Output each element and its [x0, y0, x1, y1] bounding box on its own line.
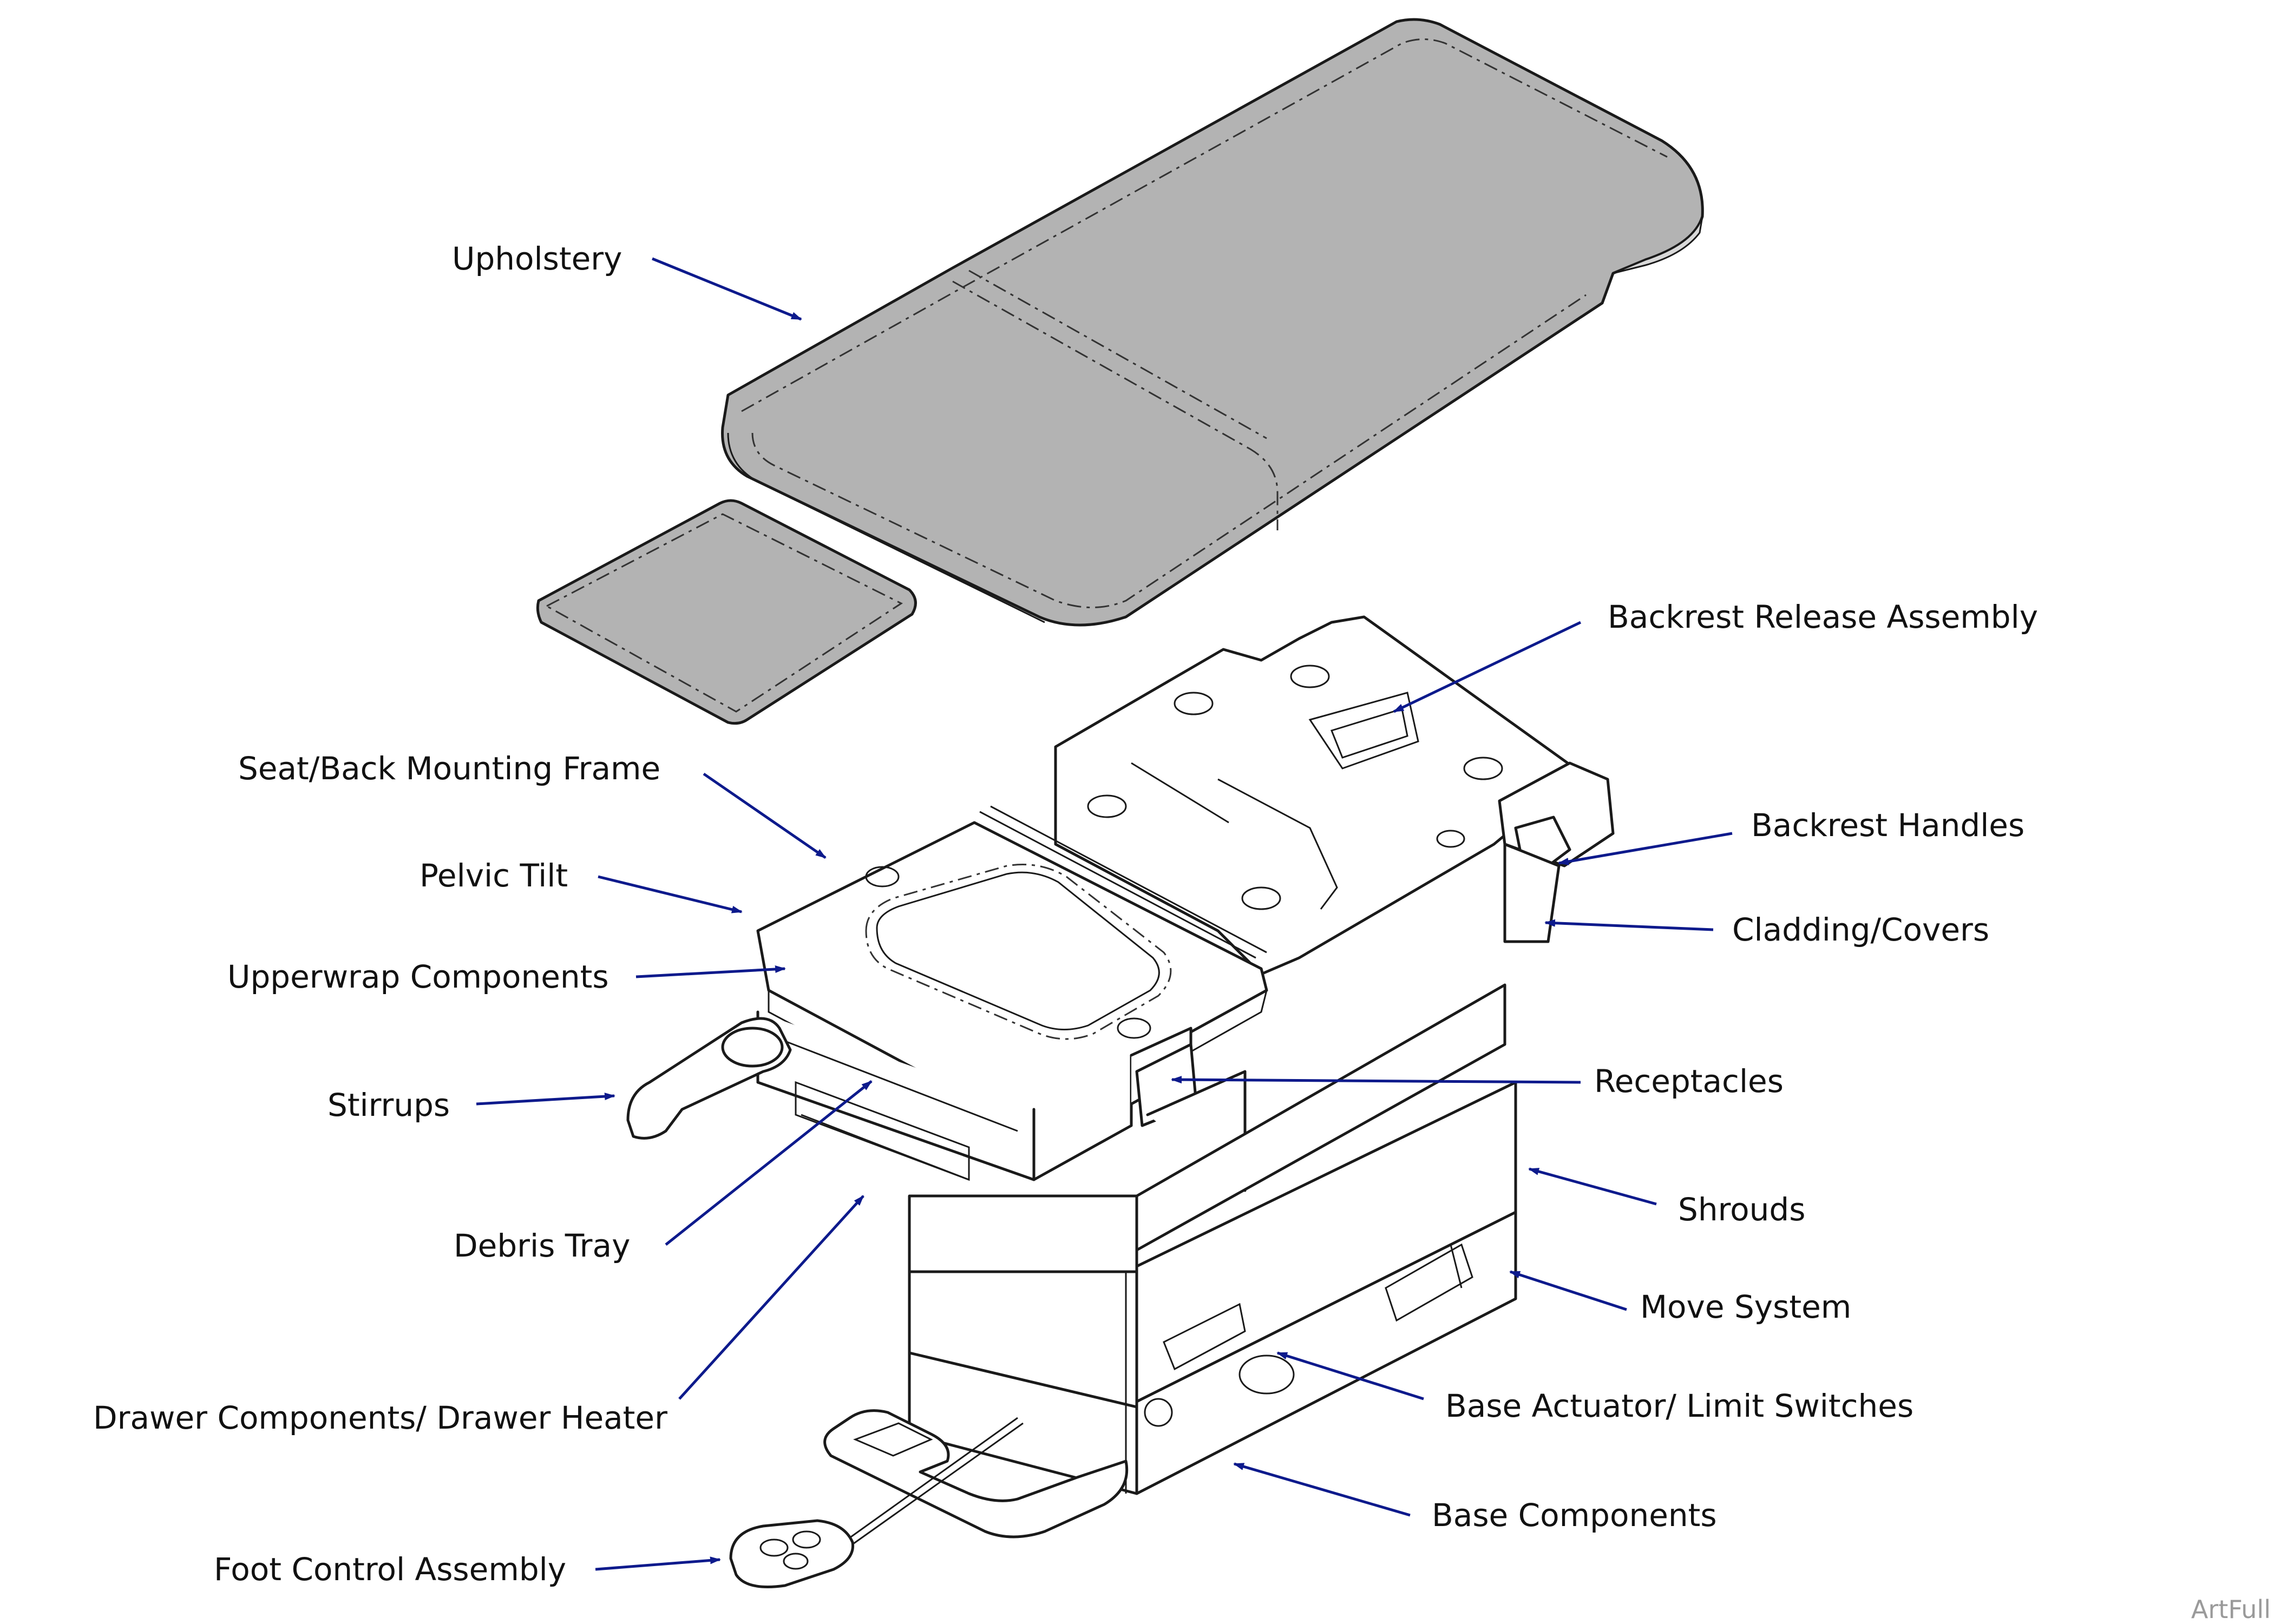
label-drawer-components-drawer-heater: Drawer Components/ Drawer Heater	[93, 1399, 667, 1436]
label-backrest-handles: Backrest Handles	[1751, 807, 2024, 844]
label-base-actuator-limit-switches: Base Actuator/ Limit Switches	[1445, 1388, 1913, 1424]
callout-foot-control-assembly: Foot Control Assembly	[214, 1551, 721, 1588]
leader-arrow-stirrups	[476, 1093, 615, 1106]
label-shrouds: Shrouds	[1678, 1191, 1805, 1228]
upholstery-seat-cushion	[536, 499, 917, 725]
label-debris-tray: Debris Tray	[454, 1227, 630, 1264]
callout-pelvic-tilt: Pelvic Tilt	[420, 857, 743, 913]
watermark-text: ArtFull	[2191, 1595, 2271, 1624]
label-pelvic-tilt: Pelvic Tilt	[420, 857, 568, 894]
callout-debris-tray: Debris Tray	[454, 1080, 873, 1264]
label-upperwrap-components: Upperwrap Components	[227, 958, 609, 995]
leader-arrow-receptacles	[1171, 1076, 1581, 1084]
leader-arrow-backrest-handles	[1558, 832, 1733, 865]
callout-cladding-covers: Cladding/Covers	[1544, 911, 1989, 948]
label-base-components: Base Components	[1432, 1497, 1717, 1534]
label-foot-control-assembly: Foot Control Assembly	[214, 1551, 566, 1588]
label-seat-back-mounting-frame: Seat/Back Mounting Frame	[238, 750, 660, 787]
leader-arrow-drawer-components-drawer-heater	[678, 1195, 864, 1400]
label-move-system: Move System	[1640, 1288, 1851, 1325]
callout-backrest-release-assembly: Backrest Release Assembly	[1393, 599, 2038, 713]
leader-arrow-base-actuator-limit-switches	[1276, 1351, 1424, 1401]
callout-stirrups: Stirrups	[327, 1087, 615, 1123]
callout-shrouds: Shrouds	[1528, 1167, 1805, 1228]
upholstery-back-cushion	[721, 18, 1704, 627]
callout-seat-back-mounting-frame: Seat/Back Mounting Frame	[238, 750, 827, 859]
leader-arrow-pelvic-tilt	[598, 875, 743, 913]
leader-arrow-shrouds	[1528, 1167, 1657, 1206]
leader-arrow-move-system	[1509, 1270, 1627, 1311]
shrouds-and-base-drawing	[729, 983, 1517, 1588]
label-stirrups: Stirrups	[327, 1087, 450, 1123]
callout-upperwrap-components: Upperwrap Components	[227, 958, 786, 995]
leader-arrow-backrest-release-assembly	[1393, 621, 1582, 713]
leader-arrow-seat-back-mounting-frame	[703, 772, 827, 859]
upperwrap-drawing	[626, 843, 1561, 1192]
callout-upholstery: Upholstery	[452, 240, 802, 321]
seat-back-mounting-frame-drawing	[756, 615, 1615, 1138]
callout-base-components: Base Components	[1233, 1462, 1717, 1534]
leader-arrow-foot-control-assembly	[595, 1556, 721, 1571]
callout-backrest-handles: Backrest Handles	[1558, 807, 2024, 865]
leader-arrow-base-components	[1233, 1462, 1411, 1517]
label-backrest-release-assembly: Backrest Release Assembly	[1608, 599, 2038, 635]
leader-arrow-cladding-covers	[1544, 919, 1714, 931]
label-upholstery: Upholstery	[452, 240, 622, 277]
leader-arrow-upholstery	[652, 257, 802, 321]
callout-receptacles: Receptacles	[1171, 1063, 1784, 1100]
leader-arrow-upperwrap-components	[635, 965, 786, 978]
callout-move-system: Move System	[1509, 1270, 1851, 1325]
callout-drawer-components-drawer-heater: Drawer Components/ Drawer Heater	[93, 1195, 864, 1436]
leader-arrow-debris-tray	[665, 1080, 873, 1246]
label-receptacles: Receptacles	[1594, 1063, 1784, 1100]
label-cladding-covers: Cladding/Covers	[1732, 911, 1989, 948]
callout-base-actuator-limit-switches: Base Actuator/ Limit Switches	[1276, 1351, 1913, 1424]
